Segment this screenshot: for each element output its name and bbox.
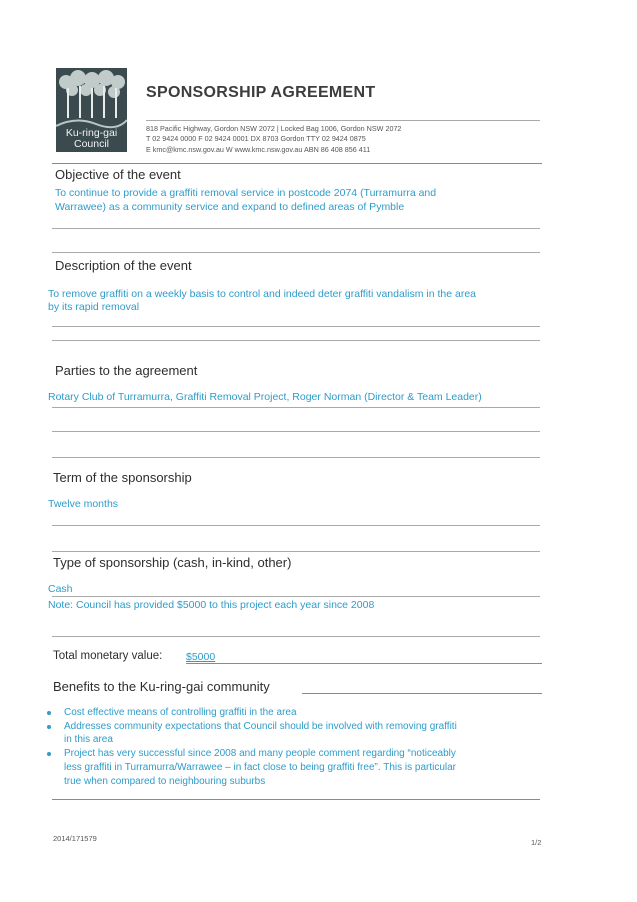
total-rule <box>186 663 542 664</box>
parties-heading: Parties to the agreement <box>55 363 198 378</box>
term-line-1: Twelve months <box>48 498 119 510</box>
council-logo: Ku-ring-gai Council <box>56 68 127 152</box>
logo-line-2: Council <box>73 138 110 150</box>
type-line-1: Cash <box>48 583 73 595</box>
document-title: SPONSORSHIP AGREEMENT <box>146 84 376 101</box>
benefits-heading-rule <box>302 693 542 694</box>
type-rule-1 <box>52 596 540 597</box>
benefits-rule <box>52 799 540 800</box>
benefit-3-line-2: less graffiti in Turramurra/Warrawee – i… <box>64 762 457 773</box>
objective-line-2: Warrawee) as a community service and exp… <box>55 201 405 213</box>
description-rule-1 <box>52 326 540 327</box>
type-line-2: Note: Council has provided $5000 to this… <box>48 599 375 611</box>
parties-line-1: Rotary Club of Turramurra, Graffiti Remo… <box>48 391 482 403</box>
term-rule-1 <box>52 525 540 526</box>
address-line-2: T 02 9424 0000 F 02 9424 0001 DX 8703 Go… <box>146 134 366 143</box>
benefit-3-line-1: Project has very successful since 2008 a… <box>64 748 456 759</box>
tree-canopy-icon <box>56 70 127 129</box>
term-rule-2 <box>52 551 540 552</box>
description-rule-2 <box>52 340 540 341</box>
objective-rule-2 <box>52 252 540 253</box>
logo-line-1: Ku-ring-gai <box>65 127 118 139</box>
benefit-2-line-2: in this area <box>64 734 113 745</box>
term-heading: Term of the sponsorship <box>53 470 192 485</box>
total-value: $5000 <box>186 651 216 663</box>
benefit-3-line-3: true when compared to neighbouring subur… <box>64 776 266 787</box>
description-line-2: by its rapid removal <box>48 301 140 313</box>
address-line-1: 818 Pacific Highway, Gordon NSW 2072 | L… <box>146 124 402 133</box>
description-line-1: To remove graffiti on a weekly basis to … <box>48 288 477 300</box>
address-line-3: E kmc@kmc.nsw.gov.au W www.kmc.nsw.gov.a… <box>146 145 371 154</box>
description-heading: Description of the event <box>55 258 192 273</box>
benefit-2-line-1: Addresses community expectations that Co… <box>64 721 457 732</box>
bullet-dot-2 <box>47 725 51 729</box>
type-heading: Type of sponsorship (cash, in-kind, othe… <box>53 555 292 570</box>
bullet-dot-3 <box>47 752 51 756</box>
benefit-1-line-1: Cost effective means of controlling graf… <box>64 707 297 718</box>
document-number: 2014/171579 <box>53 834 97 843</box>
header-bottom-rule <box>52 163 542 164</box>
header-rule <box>146 120 540 121</box>
benefits-heading: Benefits to the Ku-ring-gai community <box>53 679 270 694</box>
page-number: 1/2 <box>531 838 542 847</box>
bullet-dot-1 <box>47 711 51 715</box>
parties-rule-2 <box>52 431 540 432</box>
type-rule-2 <box>52 636 540 637</box>
total-label: Total monetary value: <box>53 650 163 662</box>
objective-line-1: To continue to provide a graffiti remova… <box>55 187 437 199</box>
objective-heading: Objective of the event <box>55 167 181 182</box>
objective-rule-1 <box>52 228 540 229</box>
parties-rule-3 <box>52 457 540 458</box>
parties-rule-1 <box>52 407 540 408</box>
